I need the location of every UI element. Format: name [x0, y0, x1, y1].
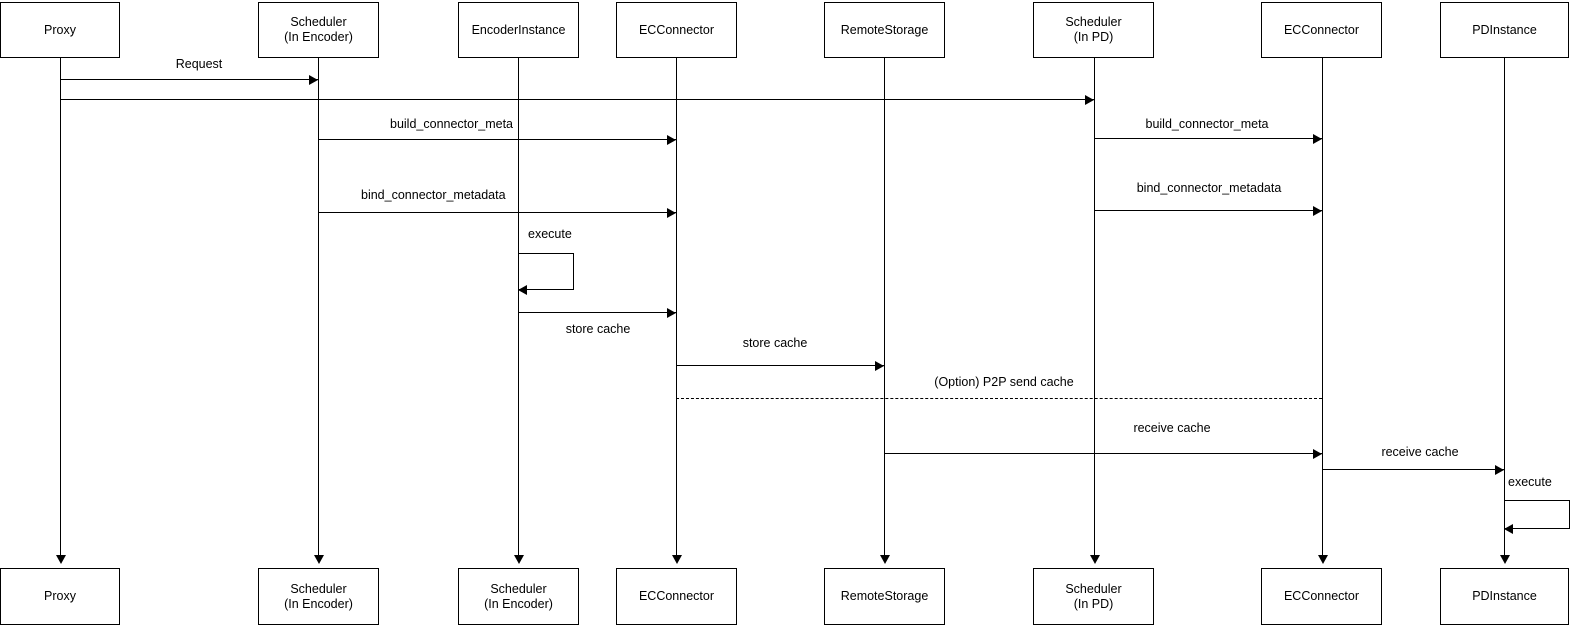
lifeline-sched_pd — [1094, 58, 1095, 556]
participant-label-line2: (In PD) — [1073, 30, 1114, 44]
self-message-loop-s1 — [518, 253, 574, 290]
participant-label-line1: ECConnector — [1283, 22, 1360, 37]
participant-label-line1: Scheduler — [490, 581, 547, 596]
lifeline-end-arrow-enc_inst — [513, 555, 524, 564]
lifeline-end-arrow-sched_enc — [313, 555, 324, 564]
message-line-m11 — [1322, 469, 1504, 470]
participant-box-bottom-proxy: Proxy — [0, 568, 120, 625]
participant-label-line1: Scheduler — [1065, 15, 1122, 29]
participant-label-line1: Proxy — [44, 589, 76, 603]
participant-box-bottom-sched_enc: Scheduler(In Encoder) — [258, 568, 379, 625]
message-line-m5 — [318, 212, 676, 213]
lifeline-ecconn_right — [1322, 58, 1323, 556]
message-label-m4: build_connector_meta — [1145, 117, 1269, 131]
participant-label-line1: Scheduler — [290, 15, 347, 29]
participant-label-line1: Scheduler — [290, 581, 347, 596]
message-label-m11: receive cache — [1381, 445, 1459, 459]
participant-box-top-proxy: Proxy — [0, 2, 120, 58]
participant-box-bottom-pdinst: PDInstance — [1440, 568, 1569, 625]
lifeline-end-arrow-ecconn_left — [671, 555, 682, 564]
self-message-arrowhead-s1 — [518, 285, 527, 296]
participant-label-line1: ECConnector — [638, 589, 715, 603]
participant-label-line1: Scheduler — [1065, 581, 1122, 596]
participant-label-line1: RemoteStorage — [840, 22, 929, 37]
message-line-m4 — [1094, 138, 1322, 139]
message-arrowhead-m3 — [667, 134, 676, 145]
message-arrowhead-m10 — [1313, 448, 1322, 459]
message-label-m6: bind_connector_metadata — [1136, 181, 1282, 195]
message-line-m6 — [1094, 210, 1322, 211]
participant-label-line2: (In Encoder) — [284, 596, 353, 611]
self-message-label-s1: execute — [528, 227, 572, 241]
message-arrowhead-m2 — [1085, 94, 1094, 105]
participant-box-bottom-ecconn_left: ECConnector — [616, 568, 737, 625]
participant-box-top-sched_enc: Scheduler(In Encoder) — [258, 2, 379, 58]
message-line-m3 — [318, 139, 676, 140]
participant-box-bottom-ecconn_right: ECConnector — [1261, 568, 1382, 625]
participant-label-line1: Proxy — [44, 22, 76, 37]
message-label-m9: (Option) P2P send cache — [934, 375, 1074, 389]
message-label-m8: store cache — [742, 336, 808, 350]
message-arrowhead-m4 — [1313, 133, 1322, 144]
participant-box-bottom-remote: RemoteStorage — [824, 568, 945, 625]
lifeline-end-arrow-proxy — [55, 555, 66, 564]
lifeline-enc_inst — [518, 58, 519, 556]
participant-label-line2: (In Encoder) — [284, 30, 353, 44]
message-arrowhead-m1 — [309, 74, 318, 85]
self-message-arrowhead-s2 — [1504, 524, 1513, 535]
message-arrowhead-m6 — [1313, 205, 1322, 216]
message-line-m8 — [676, 365, 884, 366]
participant-box-top-enc_inst: EncoderInstance — [458, 2, 579, 58]
message-line-m10 — [884, 453, 1322, 454]
participant-label-line2: (In PD) — [1073, 596, 1114, 611]
participant-label-line1: ECConnector — [1283, 589, 1360, 603]
message-line-m7 — [518, 312, 676, 313]
message-line-m1 — [60, 79, 318, 80]
lifeline-end-arrow-sched_pd — [1089, 555, 1100, 564]
message-line-m2 — [60, 99, 1094, 100]
lifeline-remote — [884, 58, 885, 556]
self-message-label-s2: execute — [1508, 475, 1552, 489]
participant-box-top-ecconn_left: ECConnector — [616, 2, 737, 58]
participant-box-top-ecconn_right: ECConnector — [1261, 2, 1382, 58]
self-message-loop-s2 — [1504, 500, 1570, 529]
lifeline-pdinst — [1504, 58, 1505, 556]
message-label-m7: store cache — [565, 322, 631, 336]
lifeline-proxy — [60, 58, 61, 556]
lifeline-end-arrow-ecconn_right — [1317, 555, 1328, 564]
lifeline-sched_enc — [318, 58, 319, 556]
message-line-m9 — [676, 398, 1322, 399]
message-label-m5: bind_connector_metadata — [361, 188, 506, 202]
participant-box-top-pdinst: PDInstance — [1440, 2, 1569, 58]
lifeline-end-arrow-remote — [879, 555, 890, 564]
message-arrowhead-m7 — [667, 307, 676, 318]
participant-box-bottom-sched_pd: Scheduler(In PD) — [1033, 568, 1154, 625]
participant-label-line1: RemoteStorage — [840, 589, 929, 603]
participant-label-line1: PDInstance — [1472, 22, 1537, 37]
message-label-m1: Request — [175, 57, 223, 71]
participant-label-line2: (In Encoder) — [484, 596, 553, 611]
lifeline-end-arrow-pdinst — [1499, 555, 1510, 564]
participant-box-top-sched_pd: Scheduler(In PD) — [1033, 2, 1154, 58]
participant-label-line1: PDInstance — [1472, 589, 1537, 603]
message-label-m10: receive cache — [1133, 421, 1211, 435]
message-label-m3: build_connector_meta — [390, 117, 513, 131]
lifeline-ecconn_left — [676, 58, 677, 556]
participant-label-line1: EncoderInstance — [471, 22, 566, 37]
message-arrowhead-m11 — [1495, 464, 1504, 475]
message-arrowhead-m8 — [875, 360, 884, 371]
message-arrowhead-m5 — [667, 207, 676, 218]
participant-box-bottom-enc_inst: Scheduler(In Encoder) — [458, 568, 579, 625]
participant-box-top-remote: RemoteStorage — [824, 2, 945, 58]
participant-label-line1: ECConnector — [638, 22, 715, 37]
